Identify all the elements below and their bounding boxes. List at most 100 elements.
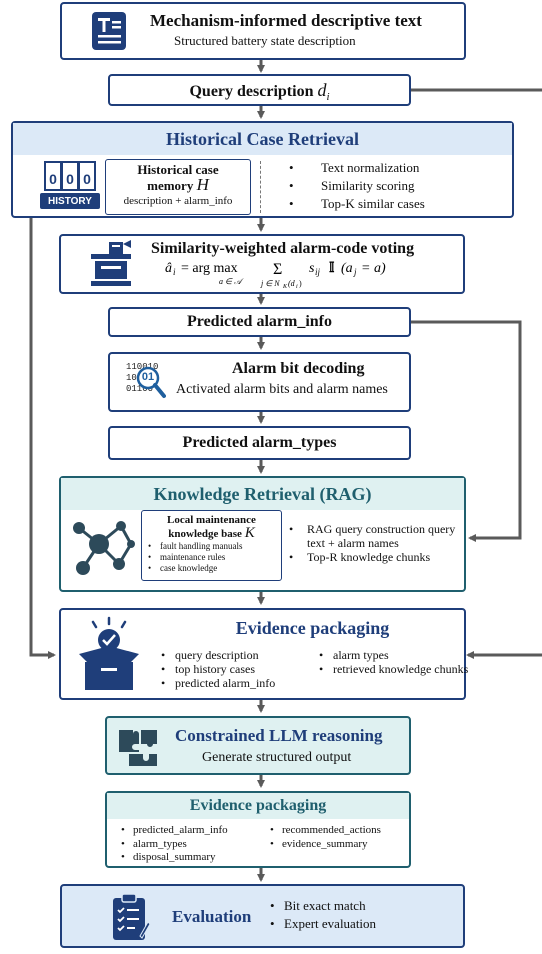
kb-bullet: •fault handling manuals xyxy=(148,541,243,551)
alarm-bit-decoding-box: 110010 10 01100 01 Alarm bit decoding Ac… xyxy=(108,352,411,412)
svg-text:â: â xyxy=(165,261,172,276)
svg-text:s: s xyxy=(309,261,315,276)
kb-bullets: •fault handling manuals •maintenance rul… xyxy=(148,541,281,574)
text-document-icon xyxy=(92,12,126,50)
svg-text:0: 0 xyxy=(66,171,74,187)
historical-bullet: •Text normalization xyxy=(289,160,420,175)
evidence-item: •alarm types xyxy=(319,648,389,662)
evidence2-item: •predicted_alarm_info xyxy=(121,824,228,836)
historical-bullets: •Text normalization •Similarity scoring … xyxy=(289,159,425,213)
kb-line1: Local maintenance xyxy=(167,514,256,526)
svg-text:(d: (d xyxy=(288,279,296,288)
history-icon-label: HISTORY xyxy=(48,196,92,207)
evidence2-title: Evidence packaging xyxy=(189,797,327,814)
llm-subtitle: Generate structured output xyxy=(202,750,352,765)
clipboard-checklist-icon xyxy=(113,893,150,940)
ballot-box-icon xyxy=(91,240,131,286)
knowledge-bullets: •RAG query construction query text + ala… xyxy=(289,522,464,564)
evidence-packaging-box: Evidence packaging •query description •t… xyxy=(59,608,468,700)
historical-title: Historical Case Retrieval xyxy=(166,129,359,149)
kb-bullet: •maintenance rules xyxy=(148,552,226,562)
evaluation-bullets: •Bit exact match •Expert evaluation xyxy=(270,897,376,933)
kb-bullet: •case knowledge xyxy=(148,563,218,573)
evidence-item: •query description xyxy=(161,648,259,662)
memory-desc: description + alarm_info xyxy=(123,195,233,207)
svg-text:i: i xyxy=(173,267,176,277)
evidence2-header-band xyxy=(107,793,409,819)
evidence2-item: •alarm_types xyxy=(121,837,187,850)
svg-text:i: i xyxy=(296,284,298,290)
svg-text:ij: ij xyxy=(315,267,321,277)
historical-divider xyxy=(260,161,261,213)
evaluation-title: Evaluation xyxy=(172,907,252,926)
svg-text:K: K xyxy=(282,284,288,290)
historical-bullet: •Similarity scoring xyxy=(289,178,415,193)
bit-digits: 110010 10 01100 xyxy=(126,362,159,394)
query-description-box: Query description di xyxy=(108,74,411,106)
predicted-alarm-info-label: Predicted alarm_info xyxy=(186,313,332,330)
knowledge-bullet: •RAG query construction query text + ala… xyxy=(289,522,456,550)
svg-text:= arg max: = arg max xyxy=(181,261,238,276)
evaluation-box: Evaluation •Bit exact match •Expert eval… xyxy=(60,884,465,948)
evidence2-item: •recommended_actions xyxy=(270,824,381,836)
mechanism-subtitle: Structured battery state description xyxy=(174,33,356,48)
voting-box: Similarity-weighted alarm-code voting â … xyxy=(59,234,465,294)
svg-text:j: j xyxy=(353,267,357,277)
memory-line2: memory H xyxy=(147,175,209,194)
knowledge-base-box: Local maintenance knowledge base K •faul… xyxy=(141,510,282,581)
evidence-right-list: •alarm types •retrieved knowledge chunks xyxy=(319,648,468,676)
alarm-bit-decoding-title: Alarm bit decoding xyxy=(232,360,365,377)
svg-text:a ∈ 𝒜: a ∈ 𝒜 xyxy=(219,277,244,286)
query-description-label: Query description di xyxy=(189,80,330,104)
evidence-item: •retrieved knowledge chunks xyxy=(319,662,469,676)
knowledge-title: Knowledge Retrieval (RAG) xyxy=(153,484,372,504)
magnified-bits: 01 xyxy=(141,371,155,383)
evaluation-bullet: •Expert evaluation xyxy=(270,916,377,931)
svg-text:= a): = a) xyxy=(361,261,386,276)
magnifier-icon xyxy=(136,366,166,398)
predicted-alarm-types-box: Predicted alarm_types xyxy=(108,426,411,460)
evidence2-left-list: •predicted_alarm_info •alarm_types •disp… xyxy=(121,824,228,865)
predicted-alarm-info-box: Predicted alarm_info xyxy=(108,307,411,337)
svg-text:j ∈ N: j ∈ N xyxy=(260,279,280,288)
historical-header-band xyxy=(13,123,512,155)
llm-title: Constrained LLM reasoning xyxy=(175,726,383,745)
evidence-packaging-title: Evidence packaging xyxy=(235,618,390,638)
mechanism-title: Mechanism-informed descriptive text xyxy=(150,11,422,30)
evaluation-bullet: •Bit exact match xyxy=(270,898,366,913)
knowledge-bullet: •Top-R knowledge chunks xyxy=(289,550,431,564)
evidence2-item: •disposal_summary xyxy=(121,851,216,863)
svg-text:Σ: Σ xyxy=(273,261,282,278)
historical-bullet: •Top-K similar cases xyxy=(289,196,425,211)
predicted-alarm-types-label: Predicted alarm_types xyxy=(182,434,337,451)
llm-reasoning-box: Constrained LLM reasoning Generate struc… xyxy=(105,716,411,775)
evidence-left-list: •query description •top history cases •p… xyxy=(161,648,275,690)
voting-formula: â i = arg max a ∈ 𝒜 Σ j ∈ N K (d i ) s i… xyxy=(165,261,386,290)
svg-text:𝕀: 𝕀 xyxy=(329,261,335,276)
evidence-item: •predicted alarm_info xyxy=(161,676,276,690)
evidence-item: •top history cases xyxy=(161,662,255,676)
evidence-packaging-output-box: Evidence packaging •predicted_alarm_info… xyxy=(105,791,411,868)
puzzle-icon xyxy=(119,730,157,766)
arrow-predinfo-into-rag xyxy=(411,320,522,542)
svg-text:): ) xyxy=(299,279,302,288)
historical-memory-box: Historical case memory H description + a… xyxy=(105,159,251,215)
svg-text:0: 0 xyxy=(49,171,57,187)
evidence2-right-list: •recommended_actions •evidence_summary xyxy=(270,824,381,851)
arrow-historical-into-evidence xyxy=(29,218,56,659)
network-graph-icon xyxy=(73,521,135,575)
historical-case-retrieval-box: Historical Case Retrieval 0 0 0 HISTORY … xyxy=(11,121,514,218)
kb-line2: knowledge base K xyxy=(168,525,255,541)
alarm-bit-decoding-subtitle: Activated alarm bits and alarm names xyxy=(176,382,388,397)
evidence2-item: •evidence_summary xyxy=(270,837,368,850)
knowledge-header-band xyxy=(61,478,464,510)
memory-line1: Historical case xyxy=(137,162,219,177)
knowledge-retrieval-box: Knowledge Retrieval (RAG) Local maintena… xyxy=(59,476,466,592)
history-icon: 0 0 0 xyxy=(40,161,100,209)
mechanism-text-box: Mechanism-informed descriptive text Stru… xyxy=(60,2,466,60)
svg-text:0: 0 xyxy=(83,171,91,187)
package-check-icon xyxy=(79,616,139,690)
svg-text:(a: (a xyxy=(341,261,353,276)
voting-title: Similarity-weighted alarm-code voting xyxy=(151,240,415,257)
